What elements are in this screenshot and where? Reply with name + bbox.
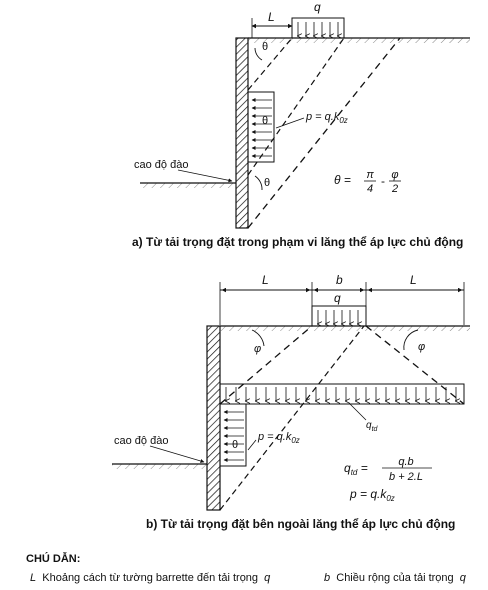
spread-line-left	[219, 325, 313, 405]
load-spread-line-2	[247, 37, 345, 176]
load-spread-line-1	[247, 37, 293, 91]
formula-minus: -	[381, 174, 385, 188]
formula-p-b: p = q.k0z	[349, 487, 395, 503]
label-b: b	[336, 273, 343, 287]
label-phi-right: φ	[418, 341, 425, 353]
label-p-a: p = q.k0z	[305, 111, 348, 125]
qtd-arrows	[226, 387, 456, 401]
label-q-b: q	[334, 291, 341, 305]
formula-4: 4	[367, 183, 373, 195]
caption-b: b) Từ tải trọng đặt bên ngoài lăng thể á…	[146, 517, 455, 531]
figure-a: L q cao độ đào	[132, 0, 470, 249]
label-theta-a2: θ	[262, 115, 268, 127]
legend-L-text: Khoảng cách từ tường barrette đến tải tr…	[42, 572, 259, 584]
legend-b: b Chiều rộng của tải trọng q	[324, 572, 466, 584]
label-theta-a1: θ	[262, 41, 268, 53]
label-excavation-a: cao độ đào	[134, 159, 188, 171]
label-theta-b: θ	[232, 439, 238, 451]
label-L-right: L	[410, 273, 417, 287]
label-phi-left: φ	[254, 343, 261, 355]
label-theta-a3: θ	[264, 177, 270, 189]
pressure-block-a	[247, 91, 275, 163]
formula-pi: π	[366, 169, 374, 181]
active-wedge-line-b	[219, 325, 365, 511]
formula-denominator: b + 2.L	[389, 471, 423, 483]
label-qtd: qtd	[366, 420, 379, 433]
spread-line-right	[365, 325, 465, 405]
legend-b-symbol: b	[324, 572, 331, 584]
figure-b: L b L q cao độ đào φ φ	[112, 273, 470, 531]
label-L: L	[268, 10, 275, 24]
formula-2: 2	[391, 183, 398, 195]
pressure-block-b	[219, 403, 247, 467]
load-qtd	[219, 383, 465, 405]
load-box-q	[291, 17, 345, 39]
active-wedge-line	[247, 37, 401, 229]
formula-numerator: q.b	[398, 456, 413, 468]
caption-a: a) Từ tải trọng đặt trong phạm vi lăng t…	[132, 235, 463, 249]
label-q: q	[314, 0, 321, 14]
legend-b-text: Chiều rộng của tải trọng	[336, 572, 454, 584]
formula-theta: θ =	[334, 173, 351, 187]
legend-L-symbol: L	[30, 572, 37, 584]
label-excavation-b: cao độ đào	[114, 435, 168, 447]
formula-phi: φ	[391, 169, 398, 181]
legend-title: CHÚ DẪN:	[26, 553, 81, 565]
label-p-b: p = q.k0z	[257, 431, 300, 445]
legend-b-q: q	[459, 572, 466, 584]
barrette-wall-a	[235, 37, 249, 229]
formula-qtd: qtd =	[344, 461, 368, 477]
barrette-wall-b	[206, 325, 221, 511]
label-L-left: L	[262, 273, 269, 287]
legend-L: L Khoảng cách từ tường barrette đến tải …	[30, 572, 270, 584]
legend-L-q: q	[264, 572, 271, 584]
